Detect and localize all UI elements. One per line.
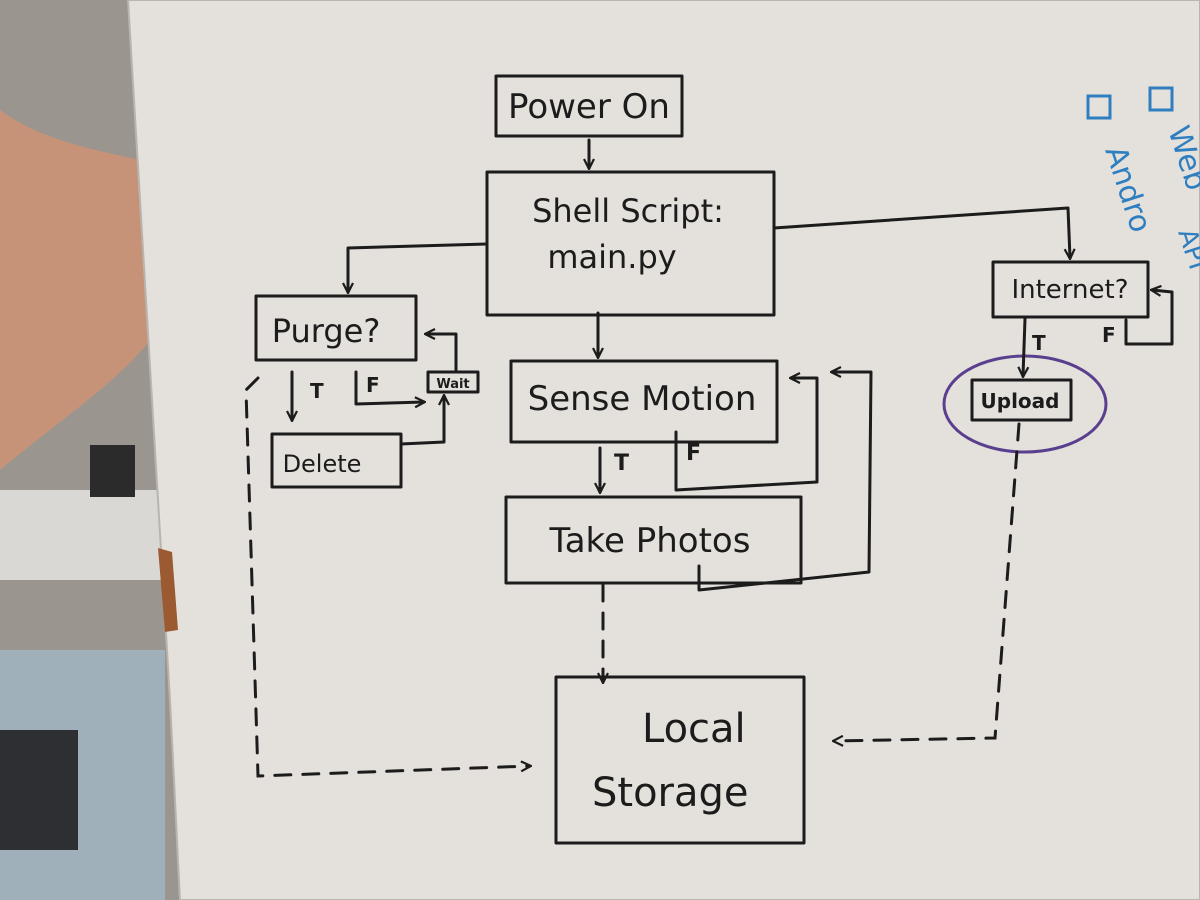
wait-label: Wait <box>436 377 469 392</box>
checkbox-icon <box>1148 86 1174 112</box>
internet-false-label: F <box>1102 323 1116 347</box>
purge-true-label: T <box>310 379 324 403</box>
laptop <box>0 730 78 850</box>
edge-wait-to-purge <box>426 334 458 374</box>
storage-label: Storage <box>592 770 749 816</box>
local-storage-box <box>554 675 806 845</box>
edge-photos-loop <box>697 372 873 592</box>
whiteboard <box>126 0 1200 900</box>
internet-label: Internet? <box>1011 275 1128 305</box>
purge-box <box>254 294 418 362</box>
internet-true-label: T <box>1032 331 1046 355</box>
edge-delete-to-wait <box>399 396 444 446</box>
upload-label: Upload <box>981 389 1060 413</box>
shell-script-label: Shell Script: <box>532 192 724 230</box>
take-photos-box <box>504 495 803 585</box>
wait-box <box>426 370 480 394</box>
edge-internet-false-loop <box>1124 290 1174 346</box>
purge-label: Purge? <box>272 312 381 350</box>
desk-surface <box>0 490 165 580</box>
edge-upload-to-storage <box>834 422 1021 741</box>
sense-motion-box <box>509 359 779 444</box>
edge-purge-to-storage <box>244 376 530 778</box>
sense-false-label: F <box>686 441 701 466</box>
edge-shell-to-purge <box>348 242 489 292</box>
hand <box>0 110 156 470</box>
purge-false-label: F <box>366 373 380 397</box>
main-py-label: main.py <box>547 238 676 276</box>
sense-motion-label: Sense Motion <box>528 379 757 419</box>
internet-box <box>991 260 1150 319</box>
take-photos-label: Take Photos <box>549 521 751 561</box>
checkbox-icon <box>1086 94 1112 120</box>
upload-box <box>970 378 1073 422</box>
board-tape <box>158 548 178 632</box>
delete-label: Delete <box>283 450 362 478</box>
sense-true-label: T <box>614 451 629 476</box>
edge-purge-false <box>354 370 424 404</box>
pen-cup <box>90 445 135 497</box>
edge-internet-true <box>1023 317 1025 376</box>
edge-sense-false-loop <box>674 378 819 492</box>
power-on-box <box>494 74 684 138</box>
edge-shell-to-internet <box>772 206 1070 258</box>
local-label: Local <box>642 706 746 752</box>
power-on-label: Power On <box>508 87 670 127</box>
delete-box <box>270 432 403 489</box>
